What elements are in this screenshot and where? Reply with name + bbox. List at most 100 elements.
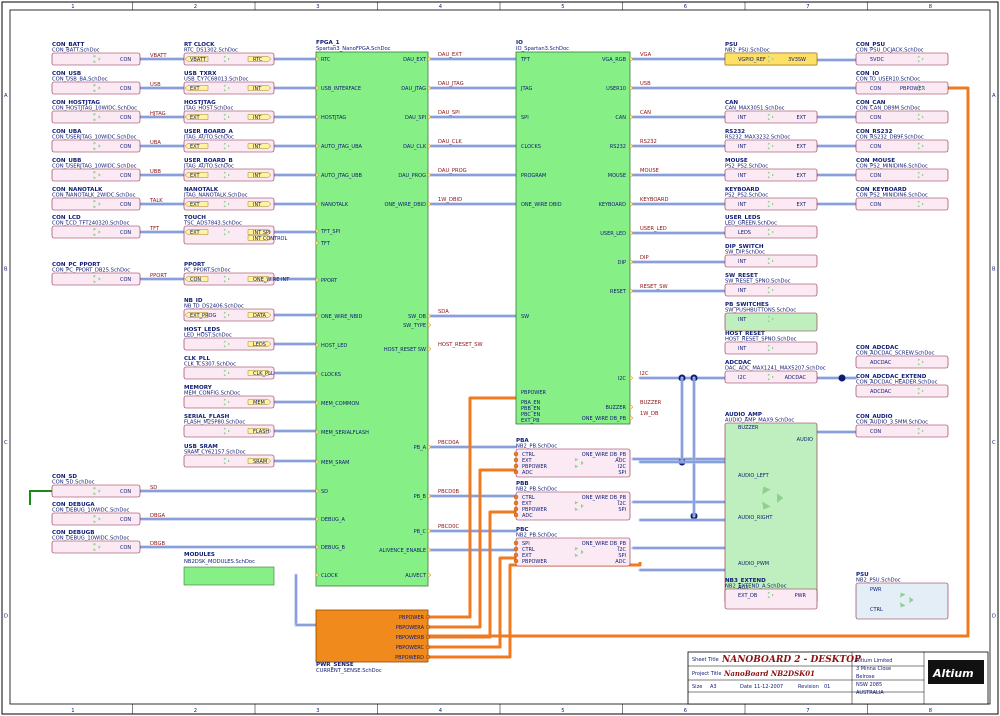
io-block[interactable]: IO IO_Spartan3.SchDoc <box>515 40 631 425</box>
recycle-icon <box>223 311 230 319</box>
row-mark: A <box>4 93 8 99</box>
right-connector-con_adcdac_extend[interactable]: CON_ADCDAC_EXTENDCON_ADCDAC_HEADER.SchDo… <box>855 374 949 398</box>
block-title: NB_ID <box>184 298 203 304</box>
port-label: INT <box>253 86 262 92</box>
net-label: TALK <box>149 198 163 204</box>
block-subtitle: DAC_ADC_MAX1241_MAX5207.SchDoc <box>725 366 826 372</box>
block-subtitle: CON_USERJTAG_10WIDC.SchDoc <box>52 135 137 141</box>
recycle-icon <box>93 112 101 122</box>
pb-block-pbb[interactable]: PBBNB2_PB.SchDocCTRLEXTPBPOWERADCONE_WIR… <box>513 481 631 521</box>
net-label: BUZZER <box>640 400 662 406</box>
recycle-icon <box>93 54 101 64</box>
recycle-icon <box>223 340 230 348</box>
interface-block-rt clock[interactable]: RT CLOCKRTC_DS1302.SchDocVBATTRTC <box>183 42 275 66</box>
block-title: CON_RS232 <box>856 129 892 135</box>
net-label: 1W_DB <box>640 411 659 417</box>
fpga-left-pin: HOSTJTAG <box>321 115 346 121</box>
block-subtitle: CON_SD.SchDoc <box>52 480 95 486</box>
block-title: PBA <box>516 438 529 444</box>
block-subtitle: CON_PS2_MINIDIN6.SchDoc <box>856 164 928 170</box>
io-left-pin: PBB_EN <box>521 406 541 412</box>
recycle-icon <box>223 427 230 435</box>
io-right-pin: BUZZER <box>606 405 627 411</box>
pb-left-pin: CTRL <box>522 495 535 501</box>
block-title: TOUCH <box>184 215 206 221</box>
port-label: EXT <box>190 86 200 92</box>
io-left-pin: PBC_EN <box>521 412 541 418</box>
block-subtitle: NB2_EXTEND_A.SchDoc <box>725 584 787 590</box>
fpga-right-pin: DAU_PROG <box>398 173 426 179</box>
sheet-title-label: Sheet Title <box>692 657 719 663</box>
column-mark: 6 <box>684 708 687 714</box>
io-right-pin: ONE_WIRE DB_PB <box>582 416 627 422</box>
left-connector-con_hostjtag[interactable]: CON_HOSTJTAGCON_HOSTJTAG_10WIDC.SchDocCO… <box>51 100 141 124</box>
io-left-pin: PBPOWER <box>521 390 546 396</box>
sheet-size: A3 <box>710 684 717 690</box>
pb-right-pin: ONE_WIRE DB_PB <box>582 452 627 458</box>
connector-port: ADCDAC <box>870 389 892 395</box>
net-label: USB <box>640 81 651 87</box>
io-left-pin: JTAG <box>520 86 532 92</box>
net-label: DAU_EXT <box>438 52 463 58</box>
power-sense-block[interactable]: PWR_SENSE CURRENT_SENSE.SchDoc <box>315 609 429 674</box>
right-block-audio-amp[interactable]: AUDIO_AMPAUDIO_AMP_MAX9.SchDocBUZZERAUDI… <box>724 412 818 604</box>
port-label: EXT <box>190 115 200 121</box>
block-subtitle: PS2_PS2.SchDoc <box>725 164 768 170</box>
block-title: CON_BATT <box>52 42 84 48</box>
pb-block-pba[interactable]: PBANB2_PB.SchDocCTRLEXTPBPOWERADCONE_WIR… <box>513 438 631 478</box>
net-label: DIP <box>640 255 649 261</box>
fpga-block[interactable]: FPGA_1 Spartan3_NanoFPGA.SchDoc <box>315 40 429 587</box>
block-subtitle: AUDIO_AMP_MAX9.SchDoc <box>725 418 794 424</box>
pb-block-pbc[interactable]: PBCNB2_PB.SchDocSPICTRLEXTPBPOWERONE_WIR… <box>513 527 631 567</box>
block-subtitle: LED_HOST.SchDoc <box>184 333 232 339</box>
connector-port: CON <box>120 86 131 92</box>
power-pin: PBPOWERB <box>396 635 425 641</box>
fpga-left-pin: CLOCKS <box>321 372 341 378</box>
block-title: CON_DEBUGA <box>52 502 95 508</box>
